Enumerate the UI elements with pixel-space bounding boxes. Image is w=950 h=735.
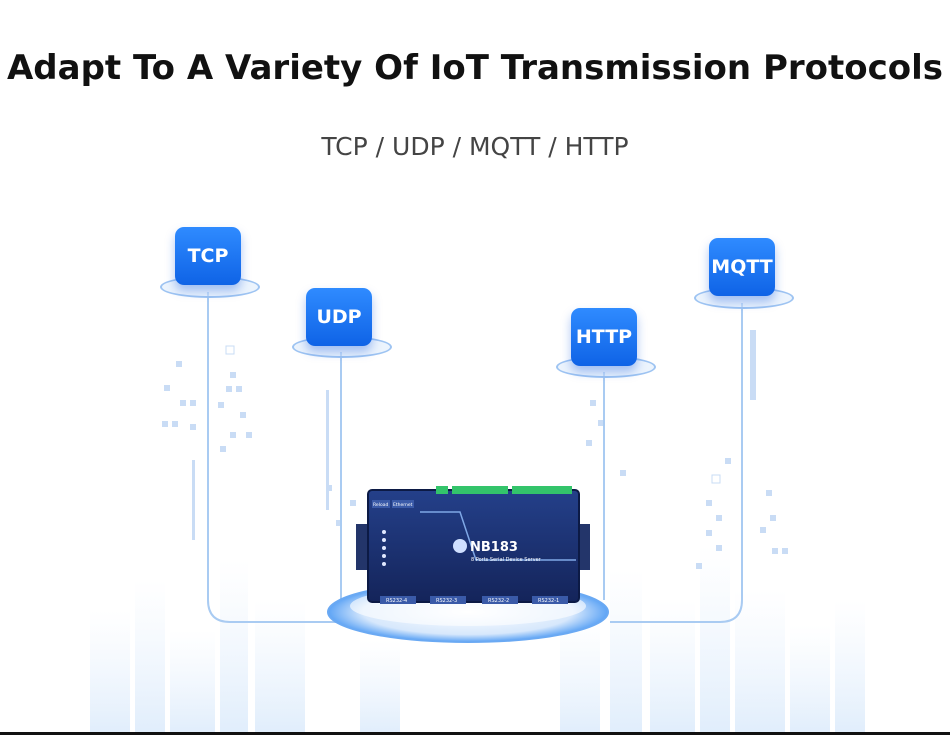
connection-lines [207, 292, 743, 623]
http-badge: HTTP [571, 308, 637, 366]
bottom-border [0, 732, 950, 735]
udp-badge: UDP [306, 288, 372, 346]
device-port-label: RS232-2 [488, 598, 509, 604]
device-model-label: NB183 [470, 540, 518, 555]
device-description-label: 8 Ports Serial Device Server [471, 557, 542, 563]
mqtt-badge: MQTT [709, 238, 775, 296]
device-top-label-reload: Reload [373, 502, 388, 508]
device-port-label: RS232-3 [436, 598, 457, 604]
nb183-device [356, 486, 590, 604]
device-top-label-ethernet: Ethernet [393, 502, 413, 508]
city-skyline [90, 545, 865, 735]
page-title: Adapt To A Variety Of IoT Transmission P… [6, 48, 944, 88]
page-subtitle: TCP / UDP / MQTT / HTTP [321, 132, 629, 161]
device-port-label: RS232-1 [538, 598, 559, 604]
tcp-badge: TCP [175, 227, 241, 285]
device-port-label: RS232-4 [386, 598, 407, 604]
decorative-dots [162, 330, 788, 569]
